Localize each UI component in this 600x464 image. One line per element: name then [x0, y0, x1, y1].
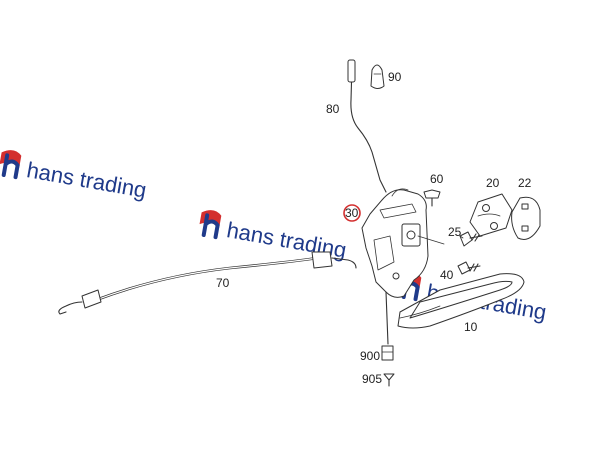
part-20-striker: [469, 193, 513, 237]
label-80: 80: [326, 102, 340, 116]
part-60-bolt: [423, 189, 441, 207]
label-900: 900: [360, 349, 380, 363]
label-90: 90: [388, 70, 402, 84]
label-20: 20: [486, 176, 500, 190]
label-60: 60: [430, 172, 444, 186]
label-905: 905: [362, 372, 382, 386]
part-30-lock-assembly: [361, 188, 429, 298]
highlighted-part-30: 30: [343, 204, 361, 222]
part-905-clip: [383, 373, 395, 387]
part-90-cap: [370, 64, 385, 89]
part-22-shim: [511, 196, 541, 240]
watermark-text: hans trading: [25, 157, 149, 203]
label-10: 10: [464, 320, 478, 334]
watermark-1: hans trading: [0, 150, 149, 203]
part-70-cable: [58, 251, 357, 315]
part-10-handle: [397, 273, 525, 329]
label-40: 40: [440, 268, 454, 282]
label-30: 30: [345, 206, 359, 220]
part-80-rod: [347, 59, 387, 193]
hans-trading-logo-icon: [199, 210, 222, 240]
part-25-screw: [459, 231, 483, 247]
highlight-ring: [343, 204, 361, 222]
label-22: 22: [518, 176, 532, 190]
label-25: 25: [448, 225, 462, 239]
label-70: 70: [216, 276, 230, 290]
hans-trading-logo-icon: [0, 150, 22, 180]
part-40-screw: [457, 261, 481, 275]
leader-lines: [417, 235, 464, 245]
part-900-connector: [381, 291, 394, 361]
